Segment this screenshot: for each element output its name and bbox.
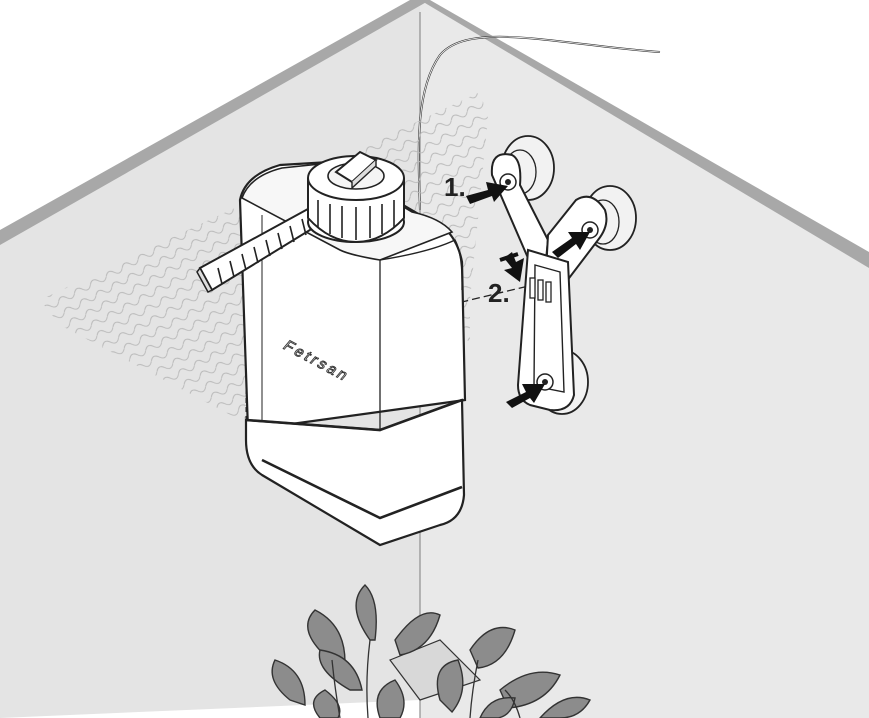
device-water-tank [244,398,466,547]
step-label-1: 1. [444,172,466,202]
glass-top-rim-right [420,0,869,268]
step-label-2: 2. [488,278,510,308]
push-arrow-icon [466,182,590,408]
glass-top-rim-left [0,0,430,245]
push-arrow-1 [466,182,508,204]
glass-right-pane [420,0,869,718]
push-arrow-3 [506,384,545,408]
control-knob [307,150,405,244]
push-arrow-2 [552,232,590,258]
plant-icon [271,584,591,718]
slide-arrow [504,252,524,282]
